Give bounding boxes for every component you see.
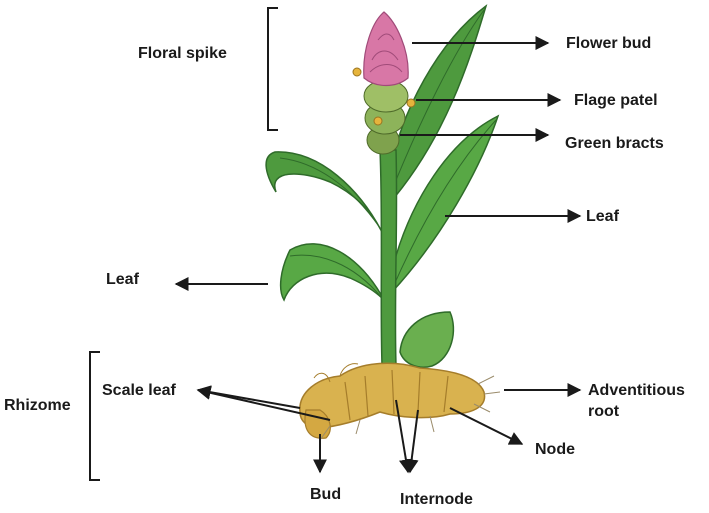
pseudostem <box>379 149 398 366</box>
floral-spike <box>352 11 416 155</box>
label-leaf-left: Leaf <box>106 271 139 288</box>
floral-spike-bracket <box>267 7 278 131</box>
leaf-lower-left <box>279 243 385 302</box>
arrow-internode-2 <box>404 409 419 474</box>
label-scale-leaf: Scale leaf <box>102 382 176 399</box>
arrow-node <box>449 407 524 445</box>
label-adventitious: Adventitious <box>588 382 685 399</box>
label-flage-patel: Flage patel <box>574 92 658 109</box>
leaf-upper-right <box>387 4 488 207</box>
leaf-upper-left <box>265 151 383 233</box>
label-internode: Internode <box>400 491 473 508</box>
leaf-small-lower-right <box>399 311 455 368</box>
label-rhizome: Rhizome <box>4 397 71 414</box>
label-green-bracts: Green bracts <box>565 135 664 152</box>
label-bud: Bud <box>310 486 342 503</box>
label-leaf-right: Leaf <box>586 208 619 225</box>
label-adventitious-root: root <box>588 403 620 420</box>
label-floral-spike: Floral spike <box>138 45 227 62</box>
label-flower-bud: Flower bud <box>566 35 652 52</box>
label-node: Node <box>535 441 575 458</box>
rhizome-illustration <box>299 362 501 441</box>
arrow-scale-leaf-2 <box>196 385 331 421</box>
annotation-lines <box>89 7 582 481</box>
rhizome-bracket <box>89 351 100 481</box>
